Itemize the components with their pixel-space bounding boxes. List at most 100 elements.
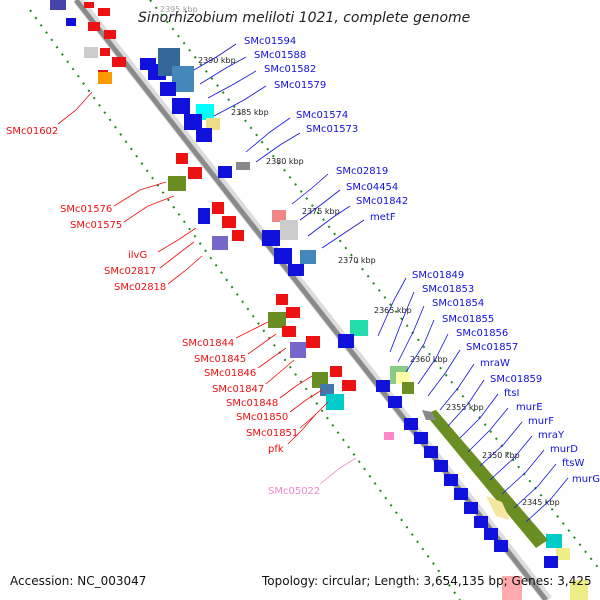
gene-block — [570, 580, 588, 600]
gene-label-smc01579: SMc01579 — [274, 80, 326, 91]
gene-label-murd: murD — [550, 444, 578, 455]
leader-lines — [57, 43, 569, 523]
leader-line — [489, 435, 533, 481]
gene-block — [272, 210, 286, 222]
gene-block — [222, 216, 236, 228]
gene-block — [494, 540, 508, 552]
accession-text: Accession: NC_003047 — [10, 574, 147, 588]
leader-line — [479, 421, 523, 467]
gene-block — [546, 534, 562, 548]
gene-label-smc01848: SMc01848 — [226, 398, 278, 409]
gene-label-ftsw: ftsW — [562, 458, 584, 469]
leader-line — [299, 401, 329, 429]
gene-block — [396, 372, 410, 384]
gene-block — [88, 22, 100, 31]
gene-label-smc02817: SMc02817 — [104, 266, 156, 277]
leader-line — [405, 319, 435, 373]
gene-block — [282, 326, 296, 337]
genome-title: Sinorhizobium meliloti 1021, complete ge… — [138, 10, 470, 26]
gene-label-smc01576: SMc01576 — [60, 204, 112, 215]
gene-block — [474, 516, 488, 528]
leader-line — [235, 321, 269, 339]
gene-block — [388, 396, 402, 408]
gene-block — [276, 294, 288, 305]
gene-block — [464, 502, 478, 514]
leader-line — [299, 189, 341, 221]
gene-label-smc01846: SMc01846 — [204, 368, 256, 379]
gene-block — [104, 30, 116, 39]
gene-block — [444, 474, 458, 486]
gene-block — [218, 166, 232, 178]
leader-line — [467, 407, 509, 453]
kbp-tick-label: 2375 kbp — [302, 207, 340, 216]
gene-label-smc01844: SMc01844 — [182, 338, 234, 349]
leader-line — [459, 393, 499, 439]
leader-line — [307, 205, 351, 237]
gene-block — [424, 446, 438, 458]
kbp-tick-label: 2385 kbp — [231, 108, 269, 117]
gene-label-smc01851: SMc01851 — [246, 428, 298, 439]
leader-line — [57, 91, 93, 125]
leader-line — [159, 241, 195, 269]
gene-block — [544, 556, 558, 568]
gene-block — [212, 236, 228, 250]
gene-block — [342, 380, 356, 391]
gene-label-smc01582: SMc01582 — [264, 64, 316, 75]
gene-block — [300, 250, 316, 264]
leader-line — [377, 277, 407, 337]
gene-label-pfk: pfk — [268, 444, 284, 455]
gene-label-smc01594: SMc01594 — [244, 36, 296, 47]
gene-label-smc01842: SMc01842 — [356, 196, 408, 207]
gene-label-smc01602: SMc01602 — [6, 126, 58, 137]
gene-block — [168, 176, 186, 191]
gene-block — [434, 460, 448, 472]
leader-line — [255, 132, 301, 163]
gene-label-smc01849: SMc01849 — [412, 270, 464, 281]
gene-block — [454, 488, 468, 500]
leader-line — [113, 181, 167, 207]
leader-line — [447, 379, 485, 427]
leader-line — [123, 195, 175, 223]
leader-line — [213, 85, 267, 117]
kbp-tick-label: 2370 kbp — [338, 256, 376, 265]
gene-block — [236, 162, 250, 170]
gene-block — [176, 153, 188, 164]
gene-block — [84, 2, 94, 8]
gene-label-murf: murF — [528, 416, 554, 427]
gene-block — [338, 334, 354, 348]
gene-label-smc04454: SMc04454 — [346, 182, 398, 193]
gene-block — [414, 432, 428, 444]
kbp-tick-label: 2365 kbp — [374, 306, 412, 315]
leader-line — [417, 333, 449, 385]
gene-block — [502, 576, 522, 600]
gene-label-smc01575: SMc01575 — [70, 220, 122, 231]
reverse-strand-labels: SMc01594 SMc01588 SMc01582 SMc01579 SMc0… — [244, 36, 600, 485]
gene-label-mraw: mraW — [480, 358, 510, 369]
gene-label-smc01855: SMc01855 — [442, 314, 494, 325]
gene-block — [288, 264, 304, 276]
kbp-tick-label: 2380 kbp — [266, 157, 304, 166]
gene-label-smc05022: SMc05022 — [268, 486, 320, 497]
gene-block — [384, 432, 394, 440]
gene-block — [100, 48, 110, 56]
gene-label-murg: murG — [572, 474, 600, 485]
gene-block — [66, 18, 76, 26]
leader-line — [193, 43, 237, 71]
gene-block — [290, 342, 306, 358]
gene-label-mray: mraY — [538, 430, 565, 441]
kbp-tick-label: 2395 kbp — [160, 5, 198, 14]
gene-label-smc01857: SMc01857 — [466, 342, 518, 353]
gene-block — [404, 418, 418, 430]
gene-label-ftsi: ftsI — [504, 388, 519, 399]
leader-line — [289, 389, 323, 413]
gene-block — [268, 312, 286, 328]
leader-line — [501, 449, 545, 495]
gene-block — [422, 410, 436, 420]
gene-label-smc01850: SMc01850 — [236, 412, 288, 423]
gene-label-smc01588: SMc01588 — [254, 50, 306, 61]
leader-line — [287, 413, 317, 445]
leader-line — [525, 477, 569, 523]
gene-block — [172, 66, 194, 92]
